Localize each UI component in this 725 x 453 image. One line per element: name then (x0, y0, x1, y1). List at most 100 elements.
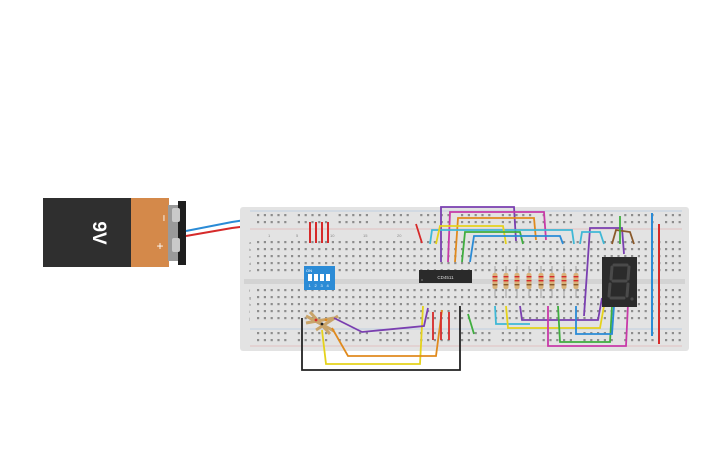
breadboard-hole[interactable] (515, 339, 518, 342)
breadboard-hole[interactable] (569, 317, 572, 320)
segment-resistor[interactable] (514, 266, 520, 298)
breadboard-hole[interactable] (365, 214, 368, 217)
breadboard-hole[interactable] (488, 317, 491, 320)
breadboard-hole[interactable] (515, 214, 518, 217)
breadboard-hole[interactable] (671, 339, 674, 342)
breadboard-hole[interactable] (325, 310, 328, 313)
breadboard-hole[interactable] (569, 310, 572, 313)
breadboard-hole[interactable] (624, 332, 627, 335)
breadboard-hole[interactable] (590, 339, 593, 342)
breadboard-hole[interactable] (678, 214, 681, 217)
breadboard-hole[interactable] (678, 262, 681, 265)
breadboard-hole[interactable] (617, 310, 620, 313)
breadboard-hole[interactable] (413, 289, 416, 292)
breadboard-hole[interactable] (488, 221, 491, 224)
breadboard-hole[interactable] (569, 296, 572, 299)
breadboard-hole[interactable] (671, 262, 674, 265)
breadboard-hole[interactable] (495, 269, 498, 272)
breadboard-hole[interactable] (637, 221, 640, 224)
breadboard-hole[interactable] (569, 332, 572, 335)
breadboard-hole[interactable] (644, 296, 647, 299)
breadboard-hole[interactable] (461, 339, 464, 342)
breadboard-hole[interactable] (467, 296, 470, 299)
breadboard-hole[interactable] (345, 310, 348, 313)
breadboard-hole[interactable] (372, 296, 375, 299)
breadboard-hole[interactable] (338, 255, 341, 258)
breadboard-hole[interactable] (481, 310, 484, 313)
breadboard-hole[interactable] (542, 310, 545, 313)
breadboard-hole[interactable] (433, 310, 436, 313)
breadboard-hole[interactable] (399, 248, 402, 251)
breadboard-hole[interactable] (651, 339, 654, 342)
breadboard-hole[interactable] (433, 255, 436, 258)
breadboard-hole[interactable] (311, 248, 314, 251)
breadboard-hole[interactable] (665, 317, 668, 320)
breadboard-hole[interactable] (270, 289, 273, 292)
breadboard-hole[interactable] (563, 339, 566, 342)
breadboard-hole[interactable] (576, 241, 579, 244)
breadboard-hole[interactable] (610, 214, 613, 217)
breadboard-hole[interactable] (624, 339, 627, 342)
breadboard-hole[interactable] (284, 289, 287, 292)
breadboard-hole[interactable] (590, 303, 593, 306)
breadboard-hole[interactable] (515, 332, 518, 335)
breadboard-hole[interactable] (304, 296, 307, 299)
breadboard-hole[interactable] (372, 289, 375, 292)
breadboard-hole[interactable] (678, 221, 681, 224)
breadboard-hole[interactable] (257, 241, 260, 244)
breadboard-hole[interactable] (474, 303, 477, 306)
breadboard-hole[interactable] (338, 296, 341, 299)
breadboard-hole[interactable] (488, 269, 491, 272)
breadboard-hole[interactable] (474, 296, 477, 299)
breadboard-hole[interactable] (257, 255, 260, 258)
breadboard-hole[interactable] (467, 241, 470, 244)
breadboard-hole[interactable] (284, 303, 287, 306)
breadboard-hole[interactable] (393, 269, 396, 272)
breadboard-hole[interactable] (461, 332, 464, 335)
breadboard-hole[interactable] (603, 310, 606, 313)
breadboard-hole[interactable] (440, 296, 443, 299)
breadboard-hole[interactable] (563, 310, 566, 313)
breadboard-hole[interactable] (338, 303, 341, 306)
breadboard-hole[interactable] (603, 248, 606, 251)
breadboard-hole[interactable] (379, 269, 382, 272)
breadboard-hole[interactable] (637, 248, 640, 251)
breadboard-hole[interactable] (549, 248, 552, 251)
breadboard-hole[interactable] (263, 310, 266, 313)
breadboard-hole[interactable] (365, 296, 368, 299)
breadboard-hole[interactable] (644, 269, 647, 272)
breadboard-hole[interactable] (331, 303, 334, 306)
breadboard-hole[interactable] (474, 317, 477, 320)
wire-magenta-top[interactable] (447, 211, 547, 263)
wire-purple-right[interactable] (583, 227, 625, 317)
breadboard-hole[interactable] (597, 339, 600, 342)
breadboard-hole[interactable] (277, 241, 280, 244)
breadboard-hole[interactable] (617, 317, 620, 320)
breadboard-hole[interactable] (352, 221, 355, 224)
breadboard-hole[interactable] (637, 269, 640, 272)
breadboard-hole[interactable] (569, 303, 572, 306)
breadboard-hole[interactable] (576, 255, 579, 258)
breadboard-hole[interactable] (631, 339, 634, 342)
breadboard-hole[interactable] (345, 269, 348, 272)
breadboard-hole[interactable] (284, 248, 287, 251)
breadboard-hole[interactable] (338, 262, 341, 265)
breadboard-hole[interactable] (549, 289, 552, 292)
breadboard-hole[interactable] (569, 221, 572, 224)
breadboard-hole[interactable] (270, 241, 273, 244)
breadboard-hole[interactable] (549, 303, 552, 306)
breadboard-hole[interactable] (352, 262, 355, 265)
breadboard-hole[interactable] (624, 255, 627, 258)
breadboard-hole[interactable] (529, 332, 532, 335)
breadboard-hole[interactable] (291, 269, 294, 272)
wire-magenta-loop[interactable] (547, 303, 629, 347)
breadboard-hole[interactable] (529, 296, 532, 299)
wire-blue-top[interactable] (469, 235, 564, 263)
breadboard-hole[interactable] (331, 310, 334, 313)
breadboard-hole[interactable] (474, 310, 477, 313)
red-jumpers-left[interactable] (309, 222, 329, 243)
breadboard-hole[interactable] (481, 339, 484, 342)
breadboard-hole[interactable] (352, 269, 355, 272)
breadboard-hole[interactable] (352, 248, 355, 251)
breadboard-hole[interactable] (535, 296, 538, 299)
